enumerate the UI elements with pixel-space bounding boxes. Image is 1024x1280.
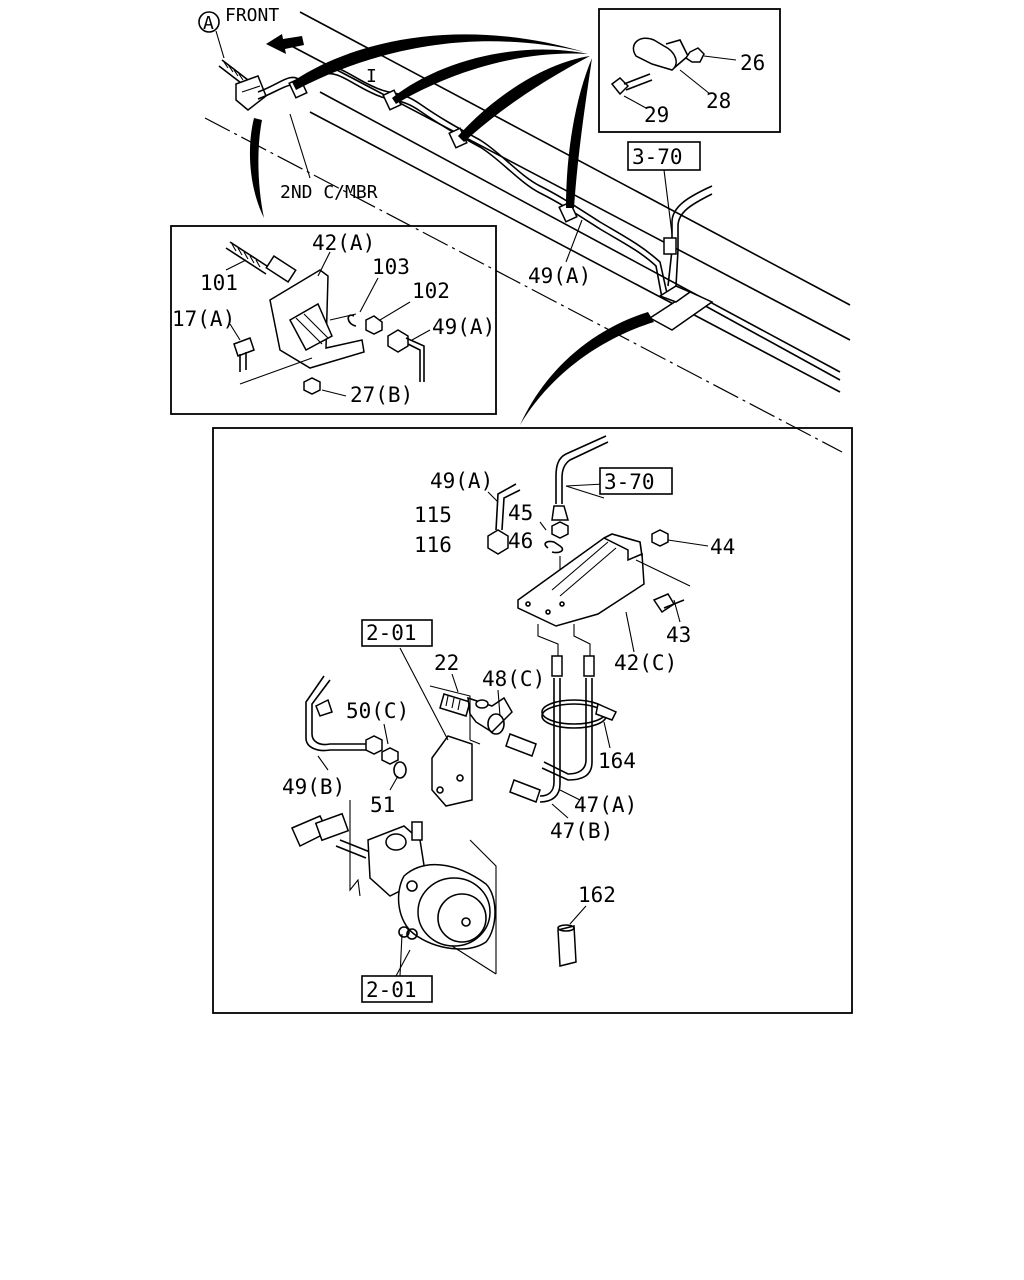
pipe-ref-top: 49(A)	[528, 264, 591, 288]
front-marker-letter: A	[203, 13, 214, 34]
bracket-label-27b: 27(B)	[350, 383, 413, 407]
clip-inset-label-29: 29	[644, 103, 669, 127]
bracket-label-42a: 42(A)	[312, 231, 375, 255]
front-arrow-icon	[266, 34, 304, 54]
clip-label: I	[366, 66, 377, 87]
main-detail: 49(A) 3-70 115 45 46 116 44 43 42(C) 2-0…	[212, 427, 853, 1014]
main-label-116: 116	[414, 533, 452, 557]
main-label-162: 162	[578, 883, 616, 907]
main-label-115: 115	[414, 503, 452, 527]
main-label-49b: 49(B)	[282, 775, 345, 799]
main-label-45: 45	[508, 501, 533, 525]
rear-junction	[648, 185, 714, 331]
main-label-42c: 42(C)	[614, 651, 677, 675]
main-label-46: 46	[508, 529, 533, 553]
bracket-label-102: 102	[412, 279, 450, 303]
main-label-48c: 48(C)	[482, 667, 545, 691]
main-label-47a: 47(A)	[574, 793, 637, 817]
main-ref-201-bottom: 2-01	[366, 978, 417, 1002]
front-label: FRONT	[225, 5, 279, 26]
main-label-49a: 49(A)	[430, 469, 493, 493]
main-label-43: 43	[666, 623, 691, 647]
main-label-164: 164	[598, 749, 636, 773]
bracket-label-17a: 17(A)	[172, 307, 235, 331]
main-ref-370: 3-70	[604, 470, 655, 494]
member-label: 2ND C/MBR	[280, 182, 378, 203]
bracket-label-101: 101	[200, 271, 238, 295]
front-hose	[218, 59, 267, 111]
clip-inset: 26 28 29	[598, 8, 781, 133]
main-label-50c: 50(C)	[346, 699, 409, 723]
front-marker: A FRONT	[198, 5, 304, 59]
bracket-label-49a: 49(A)	[432, 315, 495, 339]
clip-inset-label-26: 26	[740, 51, 765, 75]
leader-swooshes	[249, 34, 654, 425]
main-label-47b: 47(B)	[550, 819, 613, 843]
frame-rail	[204, 11, 851, 453]
bracket-inset: 42(A) 101 103 102 17(A) 49(A) 27(B)	[170, 225, 497, 415]
main-ref-201-top: 2-01	[366, 621, 417, 645]
clip-inset-label-28: 28	[706, 89, 731, 113]
main-label-44: 44	[710, 535, 735, 559]
bracket-label-103: 103	[372, 255, 410, 279]
main-label-51: 51	[370, 793, 395, 817]
main-label-22: 22	[434, 651, 459, 675]
section-ref-top: 3-70	[632, 145, 683, 169]
